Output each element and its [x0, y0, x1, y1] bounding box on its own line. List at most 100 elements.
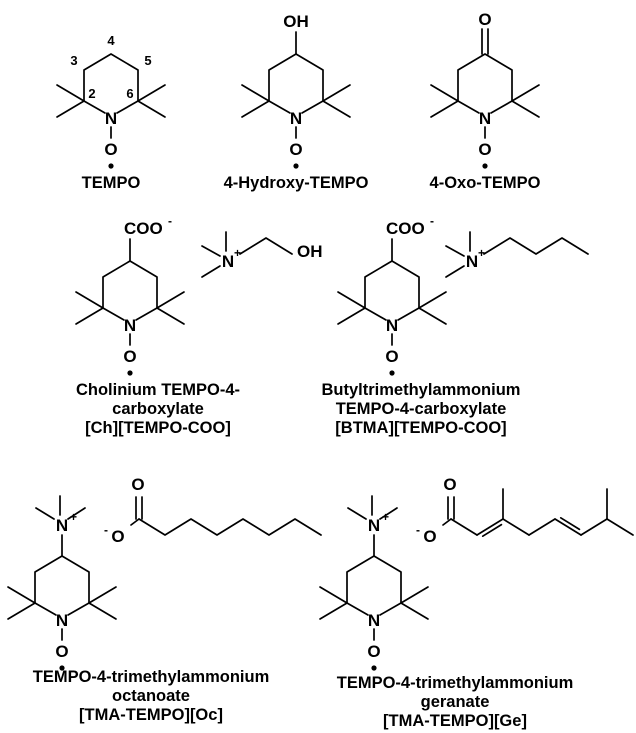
oc-cation-oxygen-label: O: [55, 642, 68, 661]
btma-anion-nitrogen-label: N: [386, 316, 398, 335]
oxo-bond-n-c6: [490, 100, 513, 114]
oc-cation-radical-dot: [59, 665, 65, 671]
oc-cation-methyl-2a: [7, 586, 36, 604]
oxo-oxygen-label: O: [478, 10, 491, 29]
tempo-bond-n-c6: [116, 100, 139, 114]
hydroxy-methyl-2a: [241, 84, 270, 102]
caption-ge-line-2: geranate: [421, 693, 490, 711]
ge-anion-bond-c3-c4: [502, 518, 530, 536]
caption-ge-line-1: TEMPO-4-trimethylammonium: [337, 674, 574, 692]
tempo-bond-n-c2: [83, 100, 106, 114]
btma-cation-chain: [483, 237, 589, 255]
oxo-bond-n-c2: [457, 100, 480, 114]
oc-cation-methyl-2b: [7, 602, 36, 620]
hydroxy-methyl-2b: [241, 100, 270, 118]
atom-labels: NONOOHNOONOCOO-N+OHNOCOO-N+NON+O-ONON+O-…: [55, 10, 491, 661]
ge-cation-ammonium-methyl-right: [379, 507, 398, 520]
ge-cation-methyl-2b: [319, 602, 348, 620]
oxo-methyl-2b: [430, 100, 459, 118]
oxo-methyl-2a: [430, 84, 459, 102]
tempo-methyl-6a: [137, 84, 166, 102]
caption-oxo-line-1: 4-Oxo-TEMPO: [430, 174, 541, 192]
btma-cation-ammonium-nitrogen: N: [466, 252, 478, 271]
caption-ch-line-2: carboxylate: [112, 400, 204, 418]
ge-cation-ring-backbone: [346, 555, 402, 604]
oc-cation-ammonium-nitrogen: N: [56, 516, 68, 535]
oc-anion-bond-c-o: [130, 518, 140, 526]
ch-cation-ammonium-methyl-left-up: [201, 245, 221, 257]
btma-anion-oxygen-label: O: [385, 347, 398, 366]
tempo-methyl-2b: [56, 100, 85, 118]
ge-cation-ammonium-nitrogen: N: [368, 516, 380, 535]
caption-btma-line-1: Butyltrimethylammonium: [322, 381, 521, 399]
ge-anion-carbonyl-oxygen: O: [443, 475, 456, 494]
tempo-methyl-2a: [56, 84, 85, 102]
caption-oc-line-3: [TMA-TEMPO][Oc]: [79, 706, 223, 724]
hydroxy-hydroxyl-label: OH: [283, 12, 309, 31]
ge-anion-bond-c-o: [442, 518, 452, 526]
btma-anion-bond-n-c6: [397, 307, 420, 321]
btma-anion-carboxylate-charge: -: [430, 214, 434, 228]
btma-anion-methyl-6b: [418, 307, 447, 325]
oc-cation-methyl-6a: [88, 586, 117, 604]
tempo-oxygen-label: O: [104, 140, 117, 159]
oc-cation-ammonium-methyl-right: [67, 507, 86, 520]
btma-anion-ring-backbone: [364, 260, 420, 309]
ch-anion-methyl-2a: [75, 291, 104, 309]
btma-anion-methyl-6a: [418, 291, 447, 309]
ch-anion-carboxylate-label: COO: [124, 219, 163, 238]
oc-cation-nitrogen-label: N: [56, 611, 68, 630]
oxo-radical-dot: [482, 163, 488, 169]
ch-anion-radical-dot: [127, 370, 133, 376]
ge-cation-methyl-6b: [400, 602, 429, 620]
ge-anion-bond-c4-c5: [528, 518, 556, 536]
ch-anion-ring-backbone: [102, 260, 158, 309]
caption-btma-line-2: TEMPO-4-carboxylate: [336, 400, 507, 418]
ge-anion-bond-c7-c8: [606, 518, 634, 536]
ge-cation-ammonium-charge: +: [382, 510, 389, 524]
tempo-methyl-6b: [137, 100, 166, 118]
bond-lines: [7, 28, 634, 671]
ge-anion-bond-c1-c2: [450, 518, 478, 536]
caption-oc-line-2: octanoate: [112, 687, 190, 705]
ge-anion-double-bond-c6-c7-second: [559, 516, 581, 531]
ge-anion-charge: -: [416, 523, 420, 537]
btma-cation-ammonium-charge: +: [478, 246, 485, 260]
btma-cation-ammonium-methyl-left-up: [445, 245, 465, 257]
ch-anion-oxygen-label: O: [123, 347, 136, 366]
oc-anion-oxygen-label: O: [111, 527, 124, 546]
oc-anion-octyl-chain: [138, 518, 322, 536]
ring-position-3: 3: [70, 53, 77, 68]
ge-anion-double-bond-c2-c3-second: [481, 523, 503, 538]
caption-hydroxy-line-1: 4-Hydroxy-TEMPO: [224, 174, 369, 192]
btma-anion-methyl-2a: [337, 291, 366, 309]
ge-cation-bond-n-c6: [379, 602, 402, 616]
ge-cation-oxygen-label: O: [367, 642, 380, 661]
oc-cation-ammonium-charge: +: [70, 510, 77, 524]
oc-cation-ring-backbone: [34, 555, 90, 604]
hydroxy-radical-dot: [293, 163, 299, 169]
ge-cation-methyl-2a: [319, 586, 348, 604]
ch-anion-methyl-6a: [156, 291, 185, 309]
ge-cation-bond-n-c2: [346, 602, 369, 616]
caption-ch-line-3: [Ch][TEMPO-COO]: [85, 419, 231, 437]
ch-cation-ammonium-charge: +: [234, 246, 241, 260]
btma-anion-carboxylate-label: COO: [386, 219, 425, 238]
oc-cation-bond-n-c6: [67, 602, 90, 616]
oc-cation-methyl-6b: [88, 602, 117, 620]
ch-cation-hydroxyl-label: OH: [297, 242, 323, 261]
tempo-ring-backbone: [83, 53, 139, 102]
ge-anion-double-bond-c6-c7: [554, 518, 582, 536]
caption-oc-line-1: TEMPO-4-trimethylammonium: [33, 668, 270, 686]
oc-anion-charge: -: [104, 523, 108, 537]
ch-cation-ammonium-methyl-left-down: [201, 265, 221, 278]
btma-anion-bond-n-c2: [364, 307, 387, 321]
oxo-methyl-6b: [511, 100, 540, 118]
btma-cation-ammonium-methyl-left-down: [445, 265, 465, 278]
ge-cation-methyl-6a: [400, 586, 429, 604]
hydroxy-oxygen-label: O: [289, 140, 302, 159]
ge-anion-oxygen-label: O: [423, 527, 436, 546]
hydroxy-methyl-6b: [322, 100, 351, 118]
